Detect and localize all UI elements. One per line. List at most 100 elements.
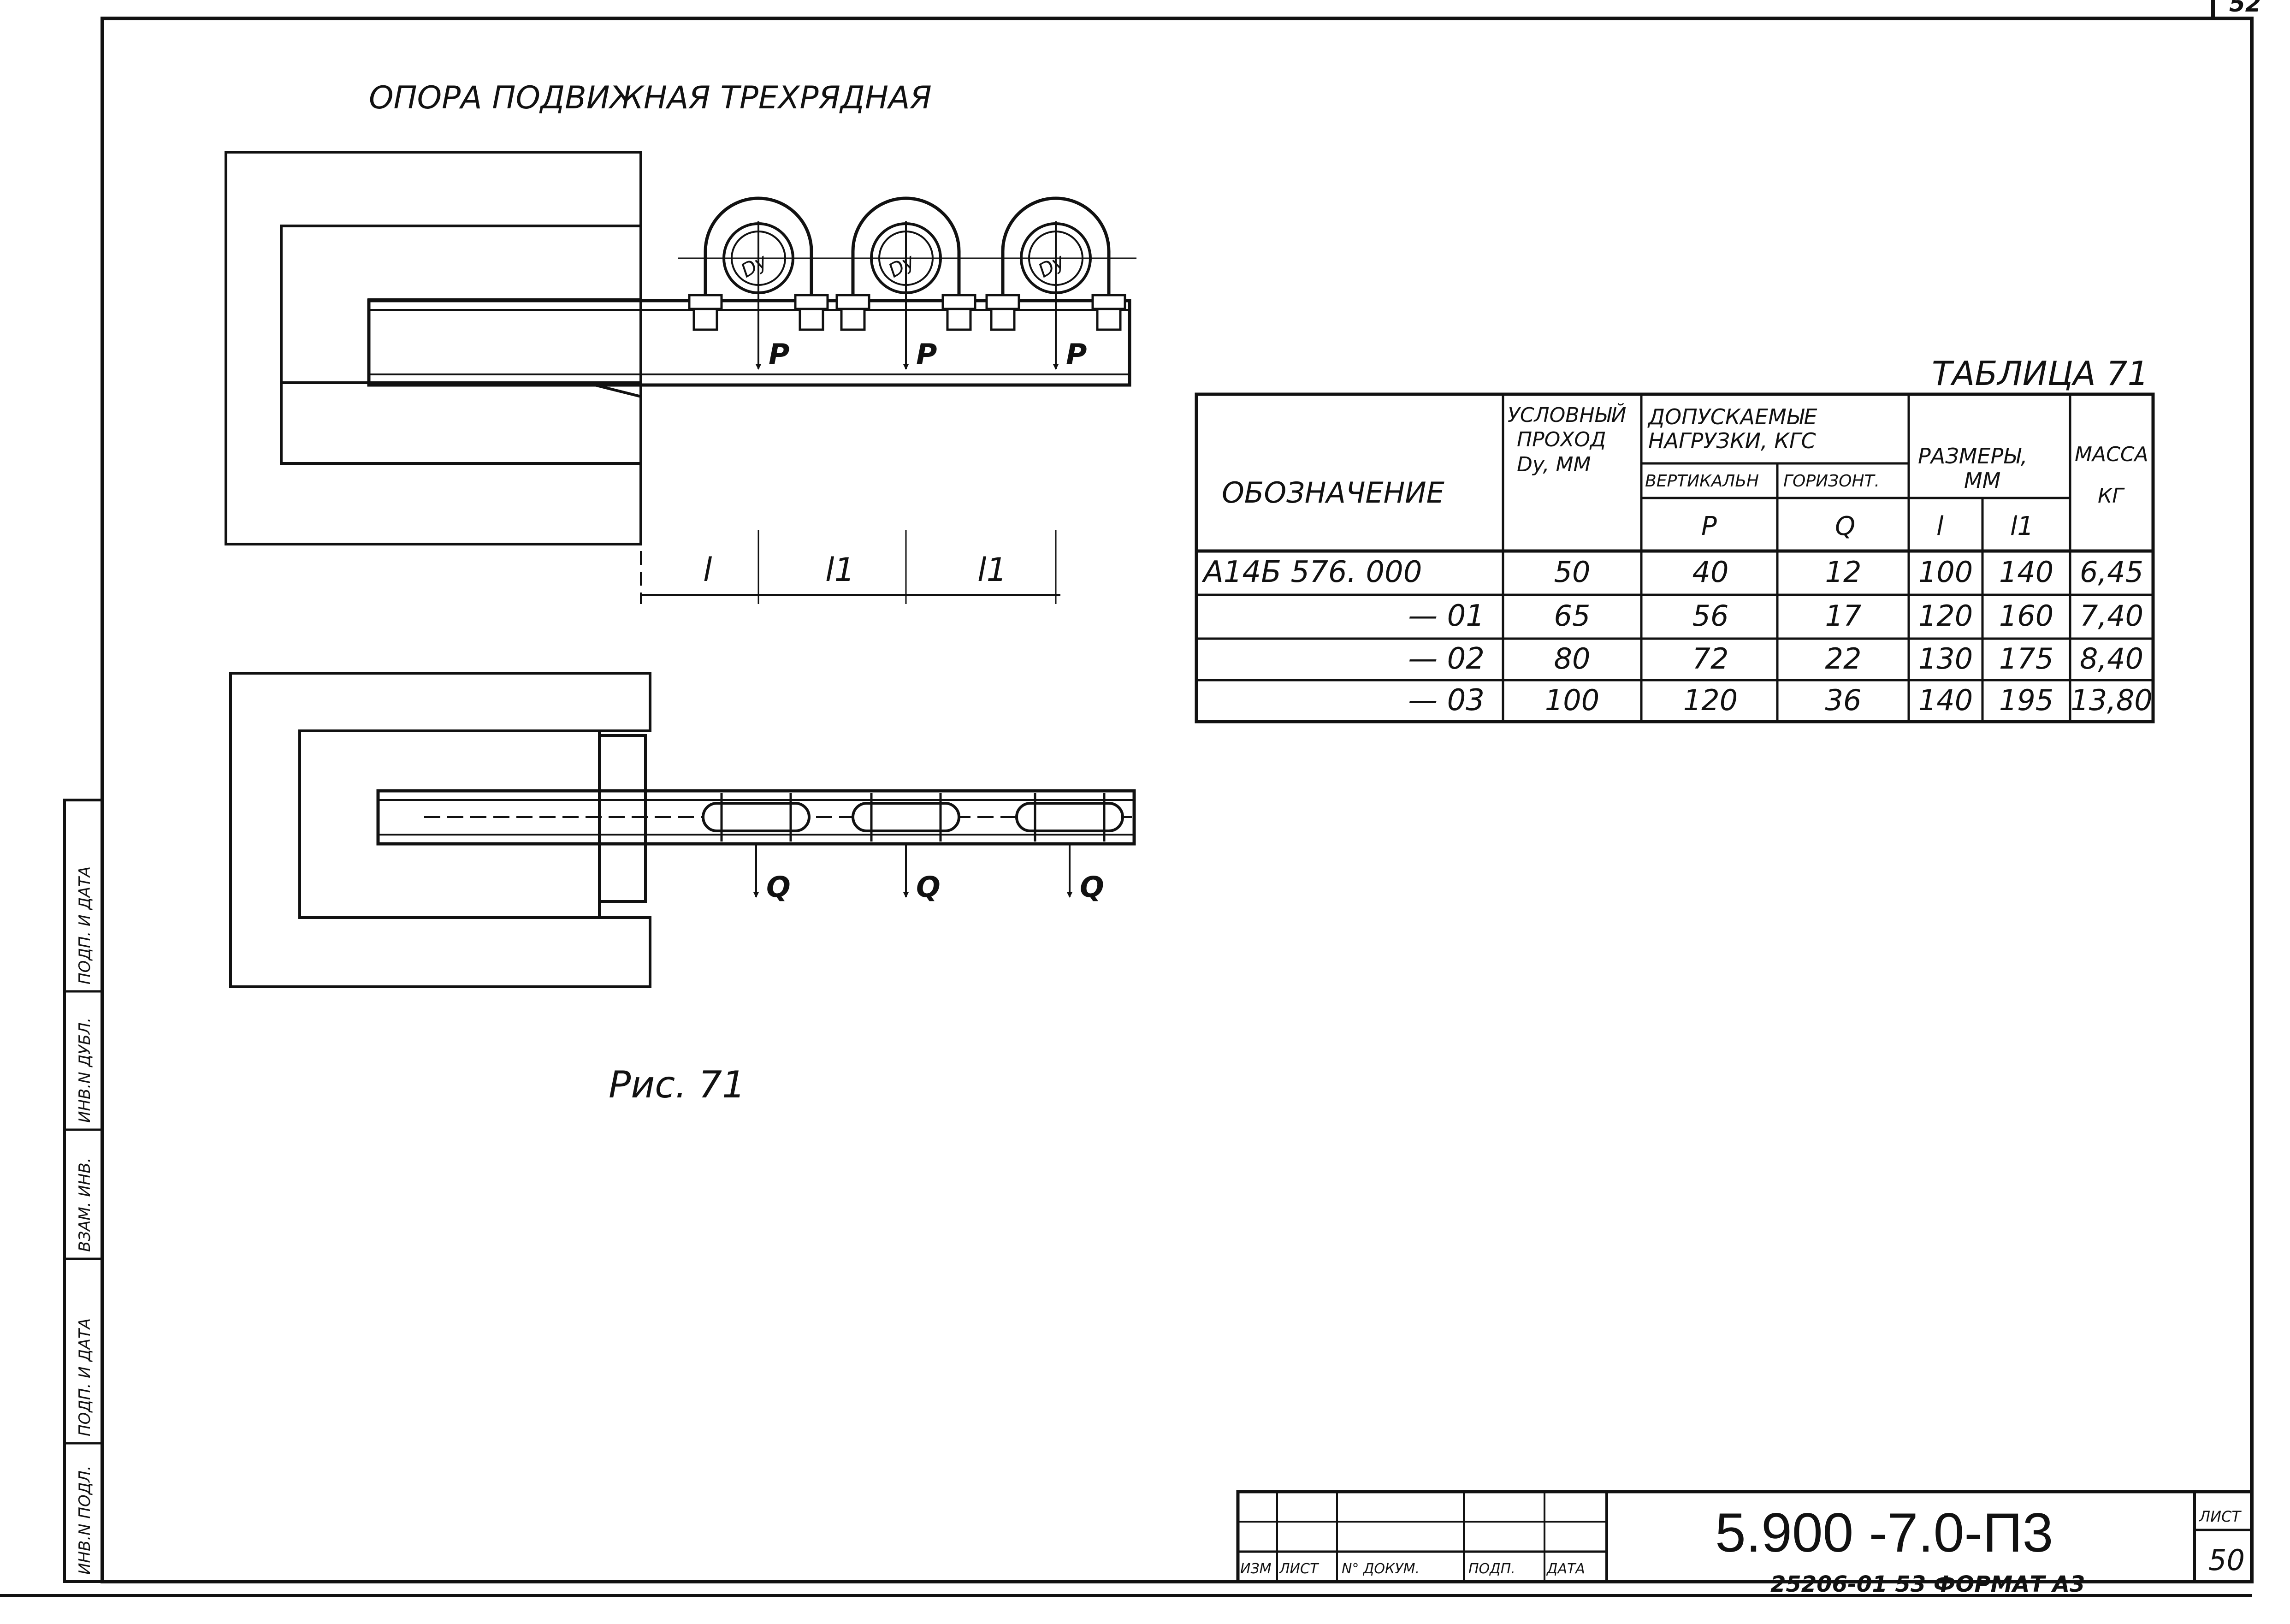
nut bbox=[794, 294, 829, 310]
tb-col-change: ИЗМ bbox=[1240, 1561, 1272, 1577]
sheet-frame bbox=[0, 0, 2254, 1597]
dim-l1-first: l1 bbox=[825, 551, 855, 589]
cell-l1: 160 bbox=[1999, 599, 2053, 633]
nut bbox=[799, 308, 824, 331]
nut bbox=[840, 308, 866, 331]
th-sizes-1: РАЗМЕРЫ, bbox=[1918, 444, 2027, 468]
tb-col-doc: N° ДОКУМ. bbox=[1342, 1561, 1420, 1577]
cell-designation: А14Б 576. 000 bbox=[1201, 555, 1422, 589]
stamp-label-orig-inv: ИНВ.N ПОДЛ. bbox=[76, 1465, 94, 1575]
clamp-plan bbox=[702, 802, 811, 832]
nut bbox=[835, 294, 870, 310]
th-mass-2: КГ bbox=[2098, 484, 2125, 508]
drawing-code: 5.900 -7.0-П3 bbox=[1715, 1502, 2053, 1564]
load-label-q: Q bbox=[766, 870, 791, 904]
dim-l1-second: l1 bbox=[977, 551, 1007, 589]
dim-l: l bbox=[703, 551, 712, 589]
cell-q: 36 bbox=[1825, 683, 1862, 717]
th-bore-1: УСЛОВНЫЙ bbox=[1508, 403, 1626, 427]
sheet-label: ЛИСТ bbox=[2199, 1508, 2242, 1525]
cell-l: 100 bbox=[1918, 555, 1973, 589]
tb-col-date: ДАТА bbox=[1546, 1561, 1585, 1577]
page-number: 52 bbox=[2229, 0, 2261, 17]
cell-mass: 13,80 bbox=[2071, 683, 2153, 717]
th-horizontal: ГОРИЗОНТ. bbox=[1783, 472, 1880, 491]
th-l: l bbox=[1936, 511, 1944, 541]
cell-dy: 80 bbox=[1554, 642, 1591, 676]
nut bbox=[688, 294, 723, 310]
table-title: ТАБЛИЦА 71 bbox=[1932, 354, 2148, 393]
load-label-p: P bbox=[769, 338, 789, 371]
cell-l1: 140 bbox=[1999, 555, 2053, 589]
cell-dy: 50 bbox=[1554, 555, 1591, 589]
th-l1: l1 bbox=[2010, 511, 2034, 541]
cell-l: 120 bbox=[1918, 599, 1973, 633]
load-label-q: Q bbox=[916, 870, 941, 904]
drawing-title: ОПОРА ПОДВИЖНАЯ ТРЕХРЯДНАЯ bbox=[369, 80, 932, 116]
nut bbox=[941, 294, 976, 310]
cell-mass: 6,45 bbox=[2080, 555, 2143, 589]
nut bbox=[990, 308, 1016, 331]
plan-support-1: Q bbox=[702, 793, 811, 904]
load-label-p: P bbox=[916, 338, 937, 371]
cell-designation: — 02 bbox=[1408, 642, 1485, 676]
cell-q: 22 bbox=[1825, 642, 1862, 676]
table-row: А14Б 576. 000 50 40 12 100 140 6,45 bbox=[1201, 555, 2143, 589]
cell-p: 72 bbox=[1692, 642, 1729, 676]
load-label-p: P bbox=[1066, 338, 1087, 371]
pipe-support-3: DyP bbox=[975, 196, 1136, 371]
cell-mass: 8,40 bbox=[2080, 642, 2143, 676]
stamp-label-dup-inv: ИНВ.N ДУБЛ. bbox=[76, 1018, 94, 1123]
u-bolt bbox=[1001, 196, 1111, 307]
th-p: P bbox=[1701, 511, 1717, 541]
stamp-label-sign-date-2: ПОДП. И ДАТА bbox=[76, 866, 94, 984]
nut bbox=[946, 308, 972, 331]
u-bolt bbox=[851, 196, 961, 307]
cell-mass: 7,40 bbox=[2080, 599, 2143, 633]
u-bolt bbox=[704, 196, 813, 307]
plan-support-2: Q bbox=[852, 793, 960, 904]
sheet-number: 50 bbox=[2208, 1543, 2245, 1577]
plan-support-3: Q bbox=[1015, 793, 1124, 904]
th-loads-1: ДОПУСКАЕМЫЕ bbox=[1647, 404, 1817, 429]
cell-l: 130 bbox=[1918, 642, 1973, 676]
th-sizes-2: ММ bbox=[1964, 468, 2000, 493]
stamp-label-replaced-inv: ВЗАМ. ИНВ. bbox=[76, 1158, 94, 1252]
tb-col-sheet: ЛИСТ bbox=[1279, 1561, 1320, 1577]
cell-p: 56 bbox=[1692, 599, 1729, 633]
pipe-support-2: DyP bbox=[825, 196, 987, 371]
cell-dy: 65 bbox=[1554, 599, 1591, 633]
cell-q: 12 bbox=[1825, 555, 1862, 589]
th-loads-2: НАГРУЗКИ, КГС bbox=[1648, 428, 1816, 453]
cell-p: 40 bbox=[1692, 555, 1729, 589]
load-label-q: Q bbox=[1080, 870, 1104, 904]
cell-l1: 195 bbox=[1999, 683, 2053, 717]
cell-dy: 100 bbox=[1545, 683, 1599, 717]
figure-caption: Рис. 71 bbox=[609, 1063, 746, 1106]
pipe-support-1: DyP bbox=[678, 196, 839, 371]
table-71: ТАБЛИЦА 71 ОБОЗНАЧЕНИЕ УСЛОВНЫЙ ПРОХОД D… bbox=[1195, 354, 2155, 723]
side-stamp: ИНВ.N ПОДЛ. ПОДП. И ДАТА ВЗАМ. ИНВ. ИНВ.… bbox=[63, 799, 104, 1583]
th-q: Q bbox=[1835, 511, 1855, 541]
clamp-plan bbox=[1015, 802, 1124, 832]
nut bbox=[1091, 294, 1126, 310]
nut bbox=[985, 294, 1020, 310]
cell-l: 140 bbox=[1918, 683, 1973, 717]
stamp-label-sign-date-1: ПОДП. И ДАТА bbox=[76, 1318, 94, 1436]
nut bbox=[1096, 308, 1122, 331]
tb-col-sign: ПОДП. bbox=[1468, 1561, 1515, 1577]
title-block: ИЗМ ЛИСТ N° ДОКУМ. ПОДП. ДАТА 5.900 -7.0… bbox=[1236, 1490, 2254, 1597]
cell-designation: — 03 bbox=[1408, 683, 1485, 717]
table-row: — 03 100 120 36 140 195 13,80 bbox=[1408, 683, 2153, 717]
th-bore-3: Dy, ММ bbox=[1517, 453, 1591, 476]
clamp-plan bbox=[852, 802, 960, 832]
cell-p: 120 bbox=[1683, 683, 1738, 717]
th-mass-1: МАССА bbox=[2075, 443, 2148, 466]
cell-q: 17 bbox=[1825, 599, 1862, 633]
